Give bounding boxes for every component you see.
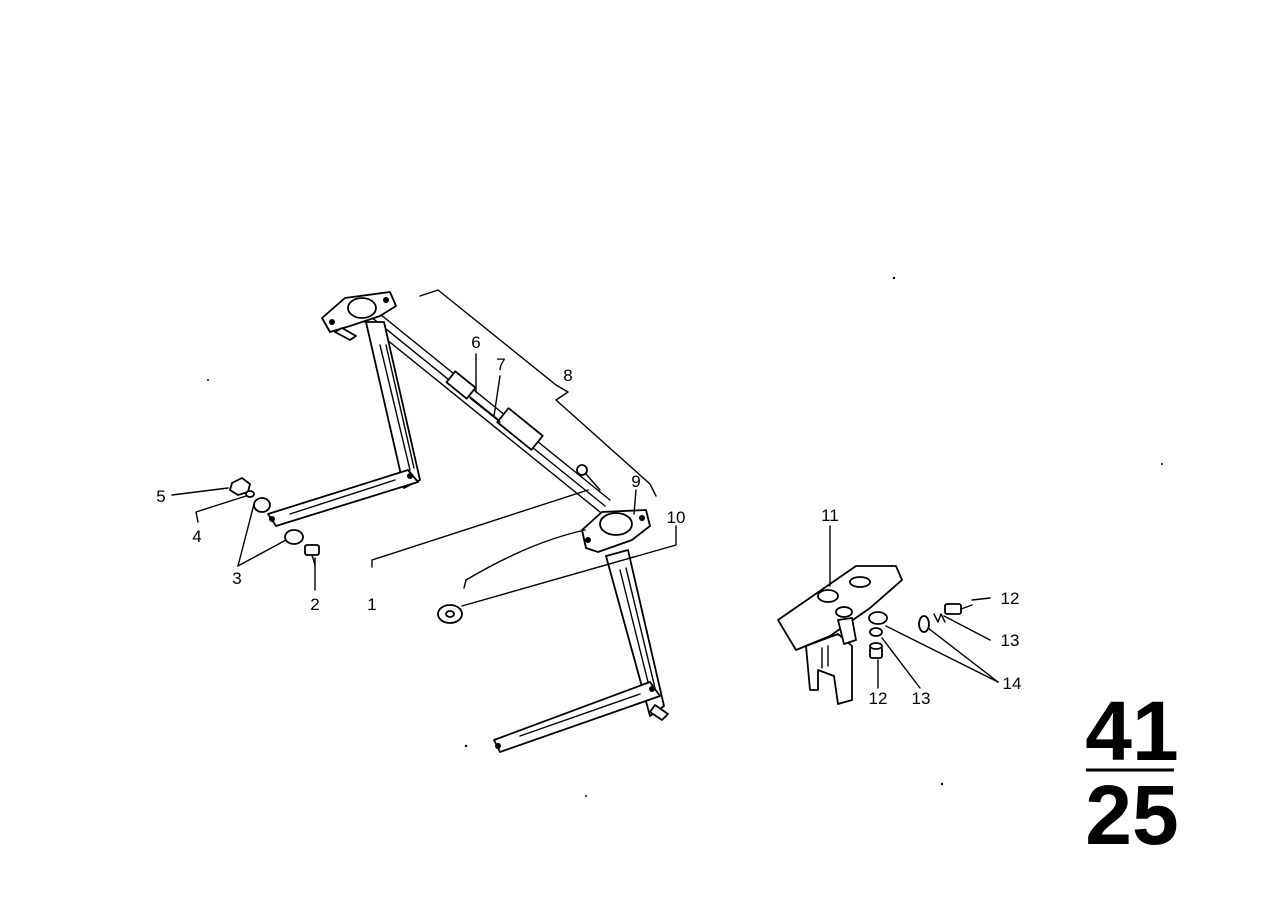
callout-9: 9 — [631, 472, 640, 491]
callout-5: 5 — [156, 487, 165, 506]
callout-6: 6 — [471, 333, 480, 352]
left-fasteners — [229, 477, 320, 566]
callout-12-lower: 12 — [869, 689, 888, 708]
upper-left-bracket — [267, 291, 421, 527]
callout-4: 4 — [192, 527, 201, 546]
rod-pin — [576, 464, 601, 491]
callout-12-upper: 12 — [1001, 589, 1020, 608]
callout-10: 10 — [667, 508, 686, 527]
mounting-bracket — [777, 565, 903, 705]
group-number-top: 41 — [1085, 684, 1178, 778]
callouts: 1 2 3 4 5 6 7 8 9 10 11 12 12 13 13 14 — [156, 333, 1021, 708]
right-fasteners — [868, 603, 973, 659]
callout-3: 3 — [232, 569, 241, 588]
leader-lines — [171, 289, 999, 689]
rod-assembly — [359, 305, 611, 513]
group-number-bottom: 25 — [1085, 768, 1178, 862]
lower-right-bracket — [493, 509, 669, 753]
callout-14: 14 — [1003, 674, 1022, 693]
callout-11: 11 — [821, 506, 839, 525]
group-number: 41 25 — [1085, 684, 1178, 862]
callout-8: 8 — [563, 366, 572, 385]
callout-1: 1 — [367, 595, 376, 614]
cable — [463, 529, 586, 589]
callout-13-lower: 13 — [912, 689, 931, 708]
callout-13-upper: 13 — [1001, 631, 1020, 650]
callout-2: 2 — [310, 595, 319, 614]
callout-7: 7 — [496, 355, 505, 374]
specks — [207, 276, 1163, 797]
